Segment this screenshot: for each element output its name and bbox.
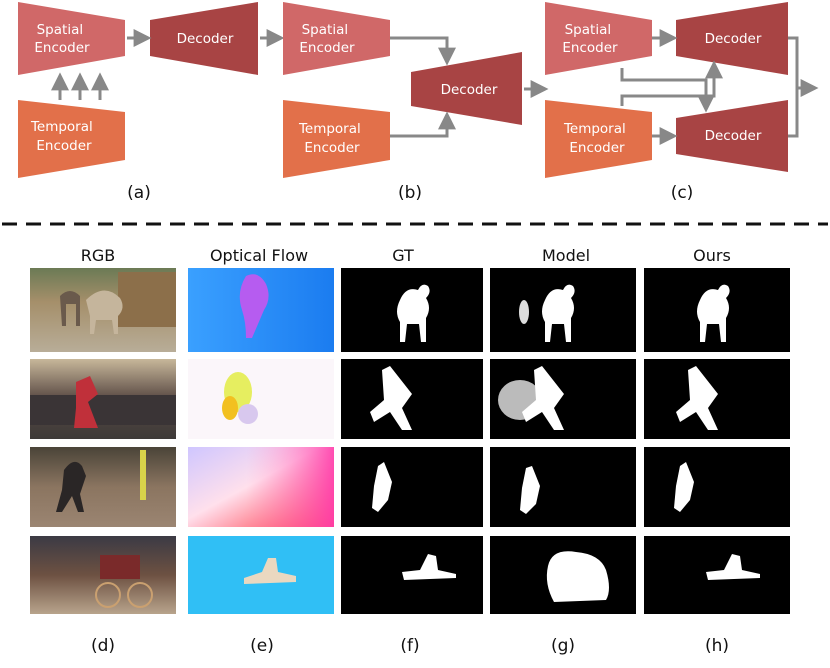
header-rgb: RGB [81, 246, 116, 265]
arrow [620, 60, 723, 106]
caption-d: (d) [91, 636, 115, 656]
temporal-encoder-label: Temporal Encoder [563, 121, 630, 156]
caption-g: (g) [551, 636, 575, 656]
optical-flow-image [188, 536, 334, 614]
spatial-encoder-a [18, 2, 125, 75]
decoder-label: Decoder [177, 31, 234, 47]
optical-flow-image [188, 268, 334, 352]
mask-image [341, 359, 483, 439]
label-line: Temporal [563, 121, 626, 137]
row-3 [30, 447, 790, 527]
bottom-captions: (d) (e) (f) (g) (h) [91, 636, 729, 656]
spatial-encoder-label: Spatial Encoder [299, 22, 355, 56]
row-1 [30, 268, 790, 352]
row-2 [30, 359, 790, 439]
temporal-encoder-b [283, 100, 390, 178]
diagram-b: Spatial Encoder Temporal Encoder Decoder… [283, 2, 549, 203]
label-line: Encoder [34, 40, 90, 56]
mask-image [490, 447, 636, 527]
optical-flow-image [188, 447, 334, 527]
caption-a: (a) [127, 183, 151, 203]
caption-e: (e) [250, 636, 274, 656]
spatial-encoder-c [545, 2, 652, 75]
decoder-label: Decoder [705, 31, 762, 47]
temporal-encoder-label: Temporal Encoder [298, 121, 365, 156]
mask-image [341, 536, 483, 614]
mask-image [644, 359, 790, 439]
arrow [390, 111, 456, 138]
decoder-b [411, 52, 522, 125]
mask-image [644, 268, 790, 352]
rgb-frame-image [30, 268, 176, 352]
mask-image [490, 268, 636, 352]
caption-h: (h) [705, 636, 729, 656]
arrow-merge [788, 36, 799, 138]
temporal-encoder-a [18, 100, 125, 178]
mask-image [644, 536, 790, 614]
header-optical-flow: Optical Flow [210, 246, 308, 265]
mask-image [341, 447, 483, 527]
spatial-encoder-label: Spatial Encoder [562, 22, 618, 56]
label-line: Spatial [565, 22, 611, 38]
mask-image [490, 359, 636, 439]
temporal-encoder-label: Temporal Encoder [30, 119, 97, 154]
mask-image [490, 536, 636, 614]
caption-f: (f) [400, 636, 419, 656]
label-line: Encoder [304, 140, 360, 156]
arrow [620, 68, 715, 113]
temporal-encoder-c [545, 100, 652, 178]
row-4 [30, 536, 790, 614]
rgb-frame-image [30, 447, 176, 527]
rgb-frame-image [30, 359, 176, 439]
decoder-c-bottom [676, 100, 788, 172]
label-line: Encoder [569, 140, 625, 156]
decoder-a [150, 2, 258, 75]
diagram-a: Spatial Encoder Decoder Temporal Encoder… [18, 2, 285, 203]
optical-flow-image [188, 359, 334, 439]
decoder-c-top [676, 2, 788, 75]
caption-b: (b) [398, 183, 422, 203]
caption-c: (c) [671, 183, 694, 203]
rgb-frame-image [30, 536, 176, 614]
spatial-encoder-label: Spatial Encoder [34, 22, 90, 56]
header-model: Model [542, 246, 590, 265]
label-line: Temporal [298, 121, 361, 137]
label-line: Spatial [302, 22, 348, 38]
diagram-c: Spatial Encoder Temporal Encoder Decoder… [545, 2, 819, 203]
label-line: Encoder [562, 40, 618, 56]
mask-image [644, 447, 790, 527]
decoder-label: Decoder [705, 128, 762, 144]
arrow [390, 36, 456, 66]
label-line: Temporal [30, 119, 93, 135]
column-headers: RGB Optical Flow GT Model Ours [81, 246, 731, 265]
header-gt: GT [392, 246, 414, 265]
mask-image [341, 268, 483, 352]
header-ours: Ours [693, 246, 731, 265]
decoder-label: Decoder [441, 82, 498, 98]
label-line: Spatial [37, 22, 83, 38]
label-line: Encoder [36, 138, 92, 154]
label-line: Encoder [299, 40, 355, 56]
spatial-encoder-b [283, 2, 390, 75]
